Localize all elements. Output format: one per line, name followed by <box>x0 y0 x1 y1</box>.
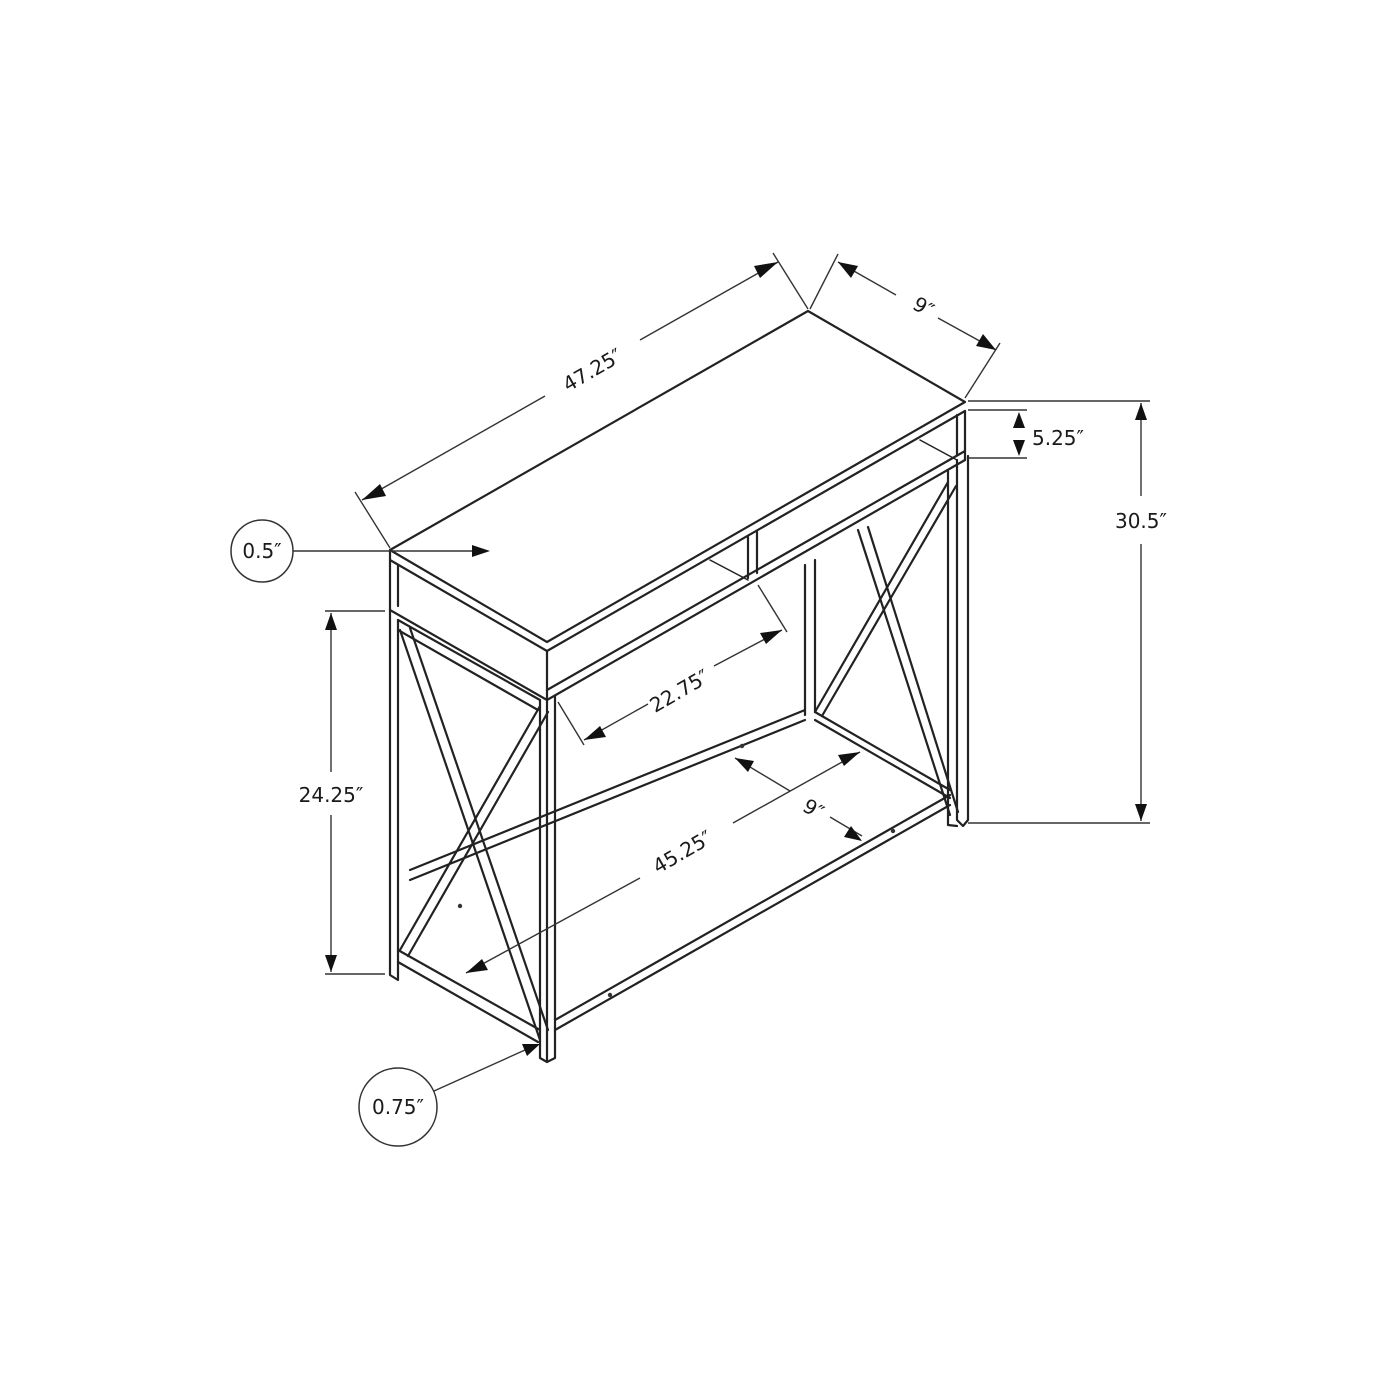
callout-top-thickness: 0.5″ <box>230 519 490 583</box>
leg-thickness-label: 0.75″ <box>372 1095 424 1119</box>
lower-shelf <box>408 708 952 1032</box>
dimension-shelf-width: 45.25″ <box>465 751 861 974</box>
dimension-clearance-height: 24.25″ <box>299 610 385 975</box>
overall-width-label: 47.25″ <box>558 343 626 396</box>
cubby-width-label: 22.75″ <box>645 664 713 717</box>
front-left-leg <box>538 694 557 1064</box>
dimension-cubby-height: 5.25″ <box>968 409 1084 459</box>
top-thickness-label: 0.5″ <box>242 539 281 563</box>
callout-leg-thickness: 0.75″ <box>358 1044 540 1147</box>
overall-depth-label: 9″ <box>909 291 938 322</box>
overall-height-label: 30.5″ <box>1115 509 1167 533</box>
dimension-overall-width: 47.25″ <box>354 252 809 549</box>
left-x-frame <box>388 608 550 1044</box>
table-drawing <box>388 309 970 1064</box>
clearance-height-label: 24.25″ <box>299 783 364 807</box>
right-x-frame <box>803 454 970 828</box>
dimension-shelf-depth: 9″ <box>734 757 863 841</box>
table-top-surface <box>388 309 967 644</box>
cubby-height-label: 5.25″ <box>1032 426 1084 450</box>
table-top-front-edge <box>388 409 967 653</box>
dimension-overall-height: 30.5″ <box>968 400 1167 824</box>
dimension-overall-depth: 9″ <box>809 253 1001 399</box>
shelf-depth-label: 9″ <box>799 793 828 824</box>
shelf-width-label: 45.25″ <box>648 825 716 878</box>
